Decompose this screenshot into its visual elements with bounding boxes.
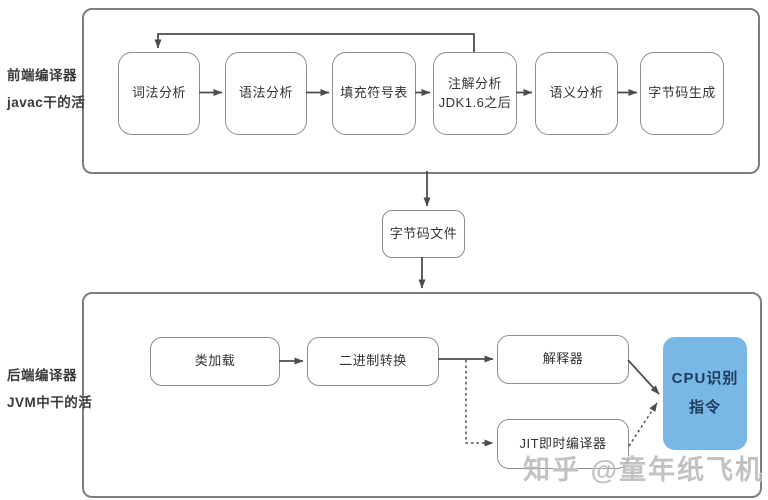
node-syntax-analysis-label: 语法分析 (238, 85, 293, 101)
node-interpreter-label: 解释器 (542, 351, 584, 367)
backend-compiler-label: 后端编译器 JVM中干的活 (7, 362, 92, 416)
node-class-loading-label: 类加载 (194, 353, 236, 369)
watermark-text: 知乎 @童年纸飞机 (523, 455, 764, 485)
node-fill-symbol-table-label: 填充符号表 (340, 85, 408, 101)
node-annotation-analysis-label: 注解分析 (447, 75, 502, 91)
node-bytecode-file: 字节码文件 (382, 210, 465, 258)
node-semantic-analysis-label: 语义分析 (549, 85, 604, 101)
node-syntax-analysis: 语法分析 (225, 52, 307, 135)
node-lexical-analysis: 词法分析 (118, 52, 200, 135)
node-cpu-instructions-line1: CPU识别 (671, 370, 739, 387)
node-cpu-instructions: CPU识别 指令 (663, 337, 747, 450)
node-bytecode-generation-label: 字节码生成 (648, 85, 716, 101)
backend-compiler-group (82, 292, 762, 498)
frontend-label-line1: 前端编译器 (7, 68, 77, 83)
node-class-loading: 类加载 (150, 337, 280, 386)
node-annotation-analysis: 注解分析 JDK1.6之后 (433, 52, 517, 135)
node-lexical-analysis-label: 词法分析 (131, 85, 186, 101)
node-binary-conversion-label: 二进制转换 (339, 353, 407, 369)
backend-label-line1: 后端编译器 (7, 368, 77, 383)
node-interpreter: 解释器 (497, 335, 629, 384)
node-fill-symbol-table: 填充符号表 (332, 52, 416, 135)
node-cpu-instructions-line2: 指令 (688, 398, 721, 416)
node-semantic-analysis: 语义分析 (535, 52, 618, 135)
node-binary-conversion: 二进制转换 (307, 337, 439, 386)
node-bytecode-file-label: 字节码文件 (389, 225, 458, 241)
backend-label-line2: JVM中干的活 (7, 395, 93, 410)
node-jit-compiler: JIT即时编译器 (497, 419, 629, 469)
node-annotation-analysis-label2: JDK1.6之后 (438, 94, 512, 110)
node-bytecode-generation: 字节码生成 (640, 52, 724, 135)
frontend-label-line2: javac干的活 (7, 95, 86, 110)
node-jit-compiler-label: JIT即时编译器 (519, 435, 607, 451)
frontend-compiler-label: 前端编译器 javac干的活 (7, 62, 85, 116)
